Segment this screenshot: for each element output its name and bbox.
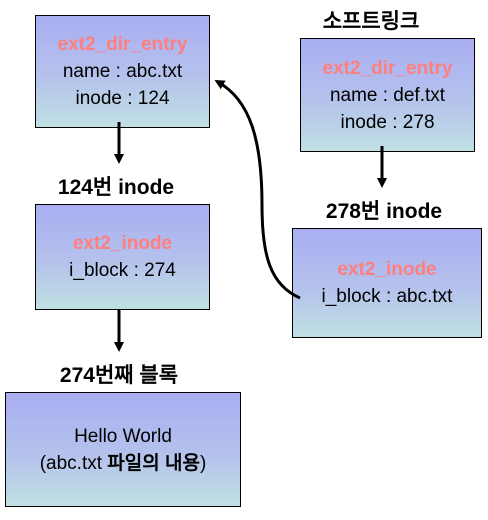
arrow-soft-link-to-dir-entry-abc xyxy=(214,80,301,300)
dir-entry-abc-box: ext2_dir_entry name : abc.txt inode : 12… xyxy=(35,15,210,128)
block-274-content-line1: Hello World xyxy=(74,425,172,447)
inode-124-heading: 124번 inode xyxy=(57,176,175,199)
inode-278-title: ext2_inode xyxy=(337,259,437,280)
block-274-line2-bold: 파일의 내용 xyxy=(107,452,200,474)
block-274-box: Hello World (abc.txt 파일의 내용) xyxy=(5,392,241,507)
inode-278-block: i_block : abc.txt xyxy=(321,286,453,307)
block-274-line2-suffix: ) xyxy=(199,452,207,474)
inode-278-box: ext2_inode i_block : abc.txt xyxy=(292,228,482,338)
dir-entry-def-inode: inode : 278 xyxy=(340,111,435,133)
dir-entry-def-title: ext2_dir_entry xyxy=(322,57,453,79)
block-274-heading: 274번째 블록 xyxy=(59,364,179,387)
inode-124-title: ext2_inode xyxy=(72,233,173,254)
soft-link-heading: 소프트링크 xyxy=(322,10,420,33)
dir-entry-abc-inode: inode : 124 xyxy=(75,88,170,109)
dir-entry-def-box: ext2_dir_entry name : def.txt inode : 27… xyxy=(300,38,475,152)
block-274-content-line2: (abc.txt 파일의 내용) xyxy=(40,450,207,477)
dir-entry-def-name: name : def.txt xyxy=(329,84,446,106)
block-274-line2-prefix: (abc.txt xyxy=(39,452,108,474)
dir-entry-abc-name: name : abc.txt xyxy=(62,61,183,82)
inode-278-heading: 278번 inode xyxy=(325,200,443,223)
inode-124-box: ext2_inode i_block : 274 xyxy=(35,204,210,310)
dir-entry-abc-title: ext2_dir_entry xyxy=(57,34,188,55)
inode-124-block: i_block : 274 xyxy=(69,260,176,281)
